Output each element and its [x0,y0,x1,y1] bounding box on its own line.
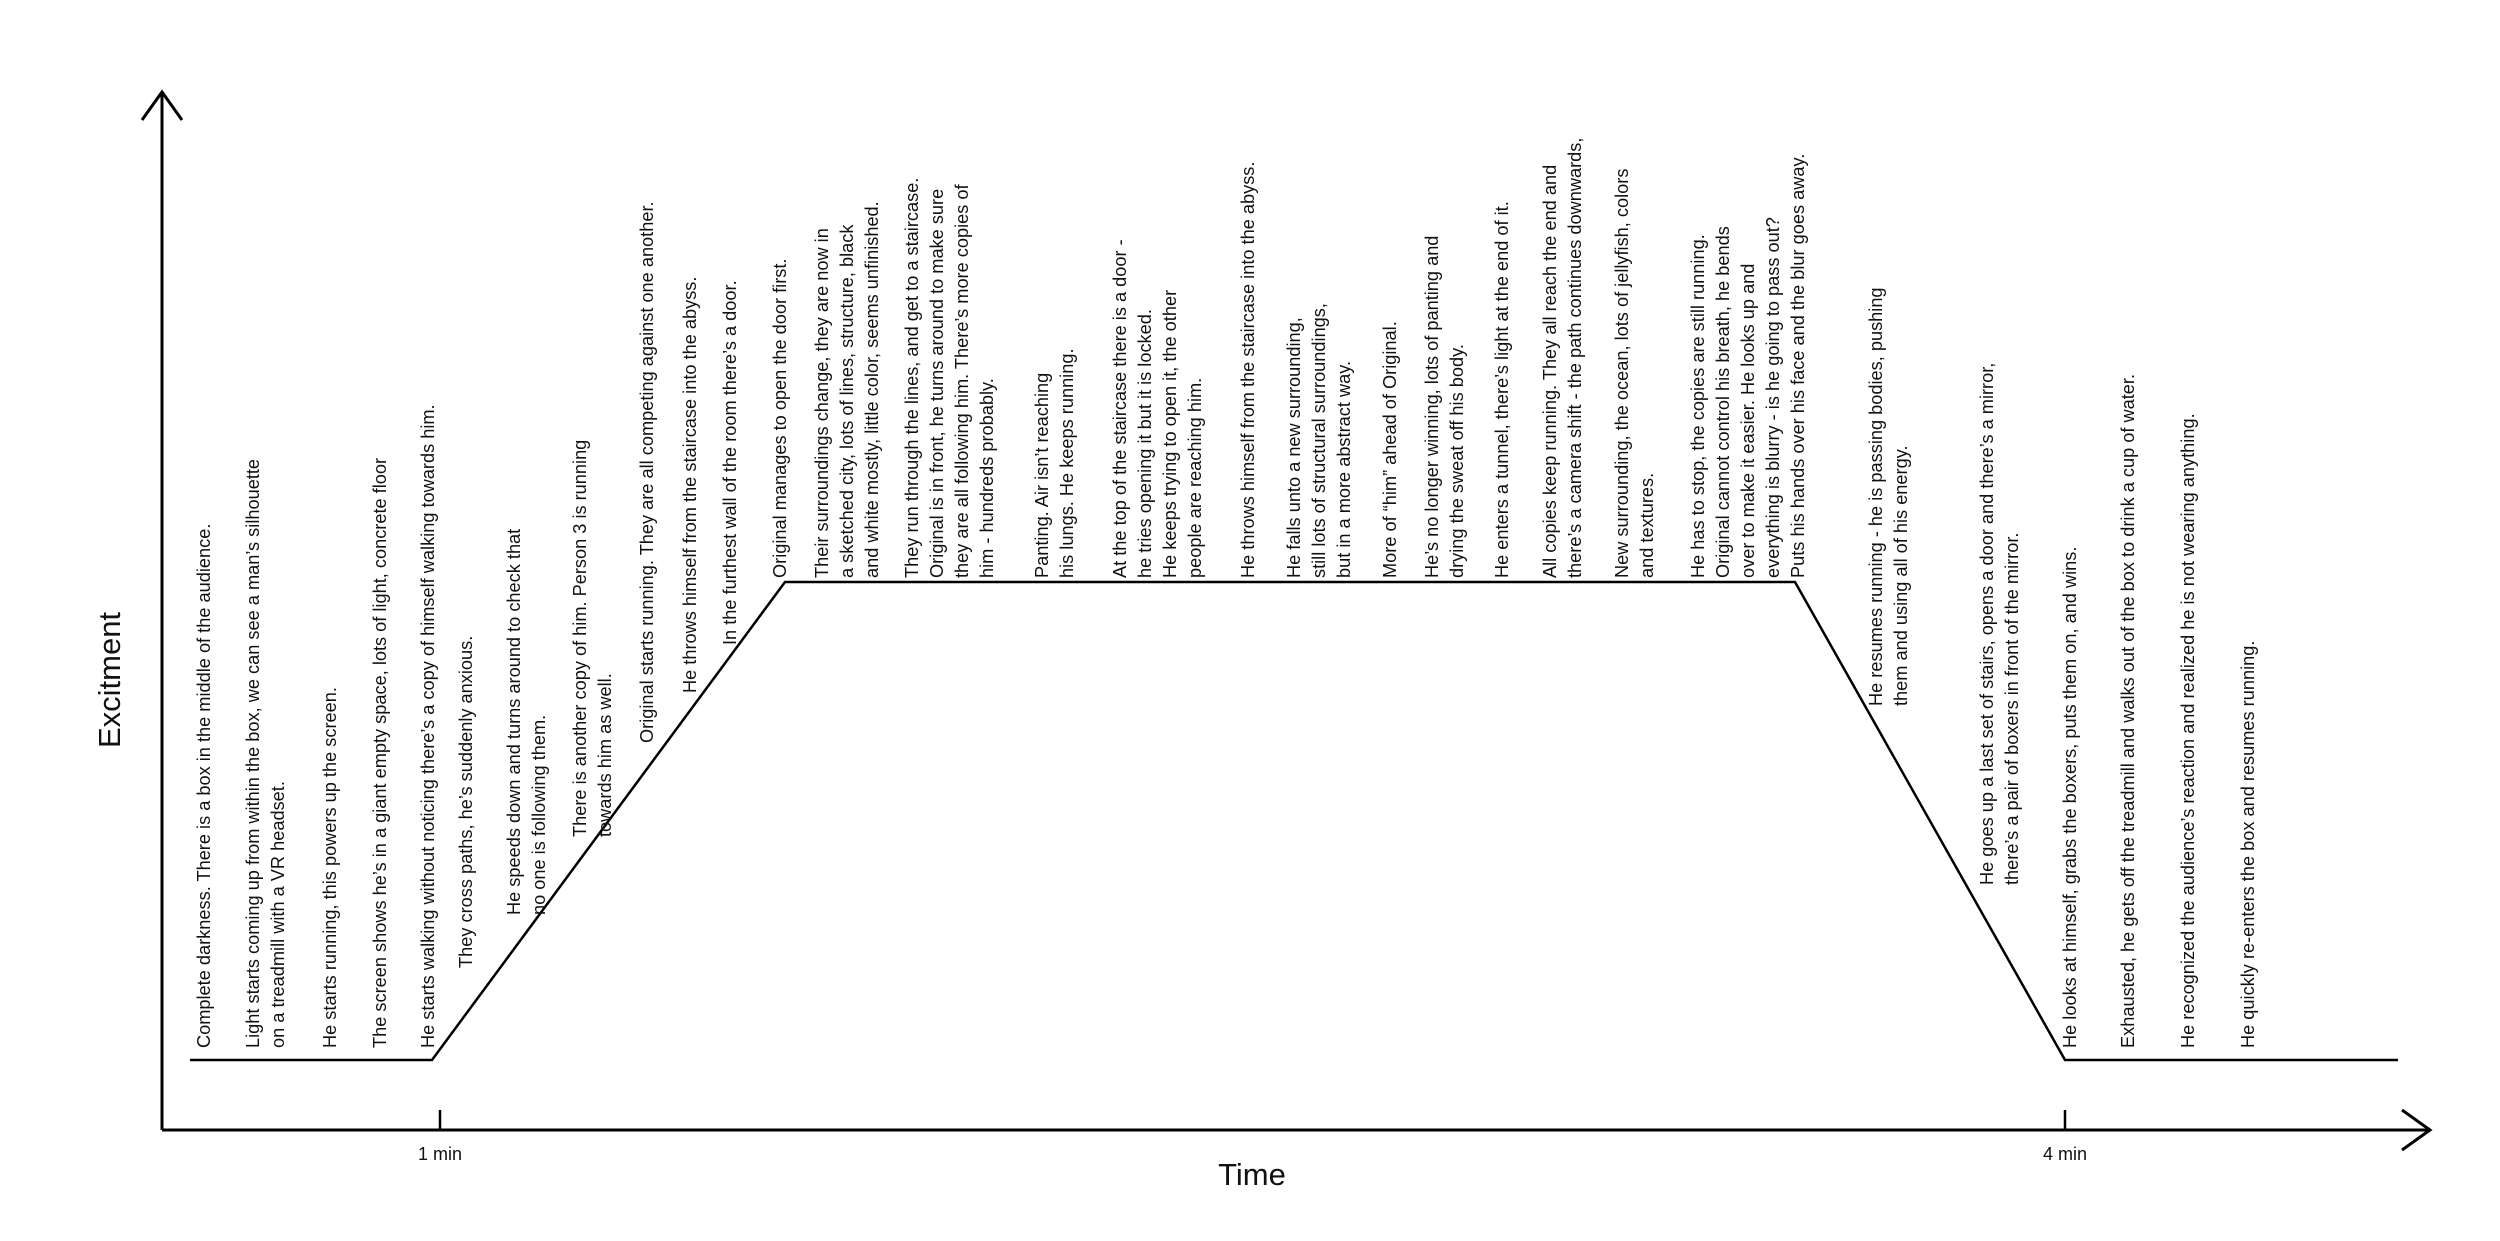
annotation-29: He recognized the audience’s reaction an… [2178,413,2198,1048]
annotation-4: The screen shows he’s in a giant empty s… [370,457,390,1048]
annotation-21: He enters a tunnel, there’s light at the… [1492,201,1512,578]
x-axis-title: Time [1218,1157,1286,1192]
excitement-curve [190,580,2398,1062]
annotation-14: They run through the lines, and get to a… [902,177,997,578]
annotation-11: In the furthest wall of the room there’s… [720,280,740,645]
annotation-12: Original manages to open the door first. [770,258,790,578]
annotation-1: Complete darkness. There is a box in the… [194,523,214,1048]
annotation-20: He’s no longer winning, lots of panting … [1422,235,1467,578]
annotation-17: He throws himself from the staircase int… [1238,161,1258,578]
annotation-10: He throws himself from the staircase int… [680,276,700,693]
annotation-3: He starts running, this powers up the sc… [320,687,340,1048]
annotation-8: There is another copy of him. Person 3 i… [570,439,615,837]
annotation-23: New surrounding, the ocean, lots of jell… [1612,168,1657,578]
annotation-18: He falls unto a new surrounding, still l… [1284,303,1354,578]
annotation-27: He looks at himself, grabs the boxers, p… [2060,546,2080,1048]
annotation-26: He goes up a last set of stairs, opens a… [1977,362,2022,885]
annotation-7: He speeds down and turns around to check… [504,528,549,915]
annotation-2: Light starts coming up from within the b… [243,458,288,1048]
tick-label-4min: 4 min [2043,1144,2087,1164]
annotation-13: Their surroundings change, they are now … [812,201,882,578]
annotation-25: He resumes running - he is passing bodie… [1866,287,1911,706]
annotation-19: More of “him” ahead of Original. [1380,321,1400,578]
tick-label-1min: 1 min [418,1144,462,1164]
annotation-16: At the top of the staircase there is a d… [1110,239,1205,578]
annotation-24: He has to stop, the copies are still run… [1688,153,1808,578]
y-axis-arrowhead [140,89,184,121]
annotation-15: Panting. Air isn’t reaching his lungs. H… [1032,348,1077,578]
annotation-30: He quickly re-enters the box and resumes… [2238,640,2258,1048]
annotation-9: Original starts running. They are all co… [637,201,657,743]
annotation-28: Exhausted, he gets off the treadmill and… [2118,373,2138,1048]
annotation-5: He starts walking without noticing there… [418,404,438,1048]
x-axis-arrowhead [2401,1108,2433,1152]
y-axis-title: Excitment [92,612,127,748]
annotation-22: All copies keep running. They all reach … [1540,137,1585,578]
annotation-6: They cross paths, he’s suddenly anxious. [456,635,476,968]
